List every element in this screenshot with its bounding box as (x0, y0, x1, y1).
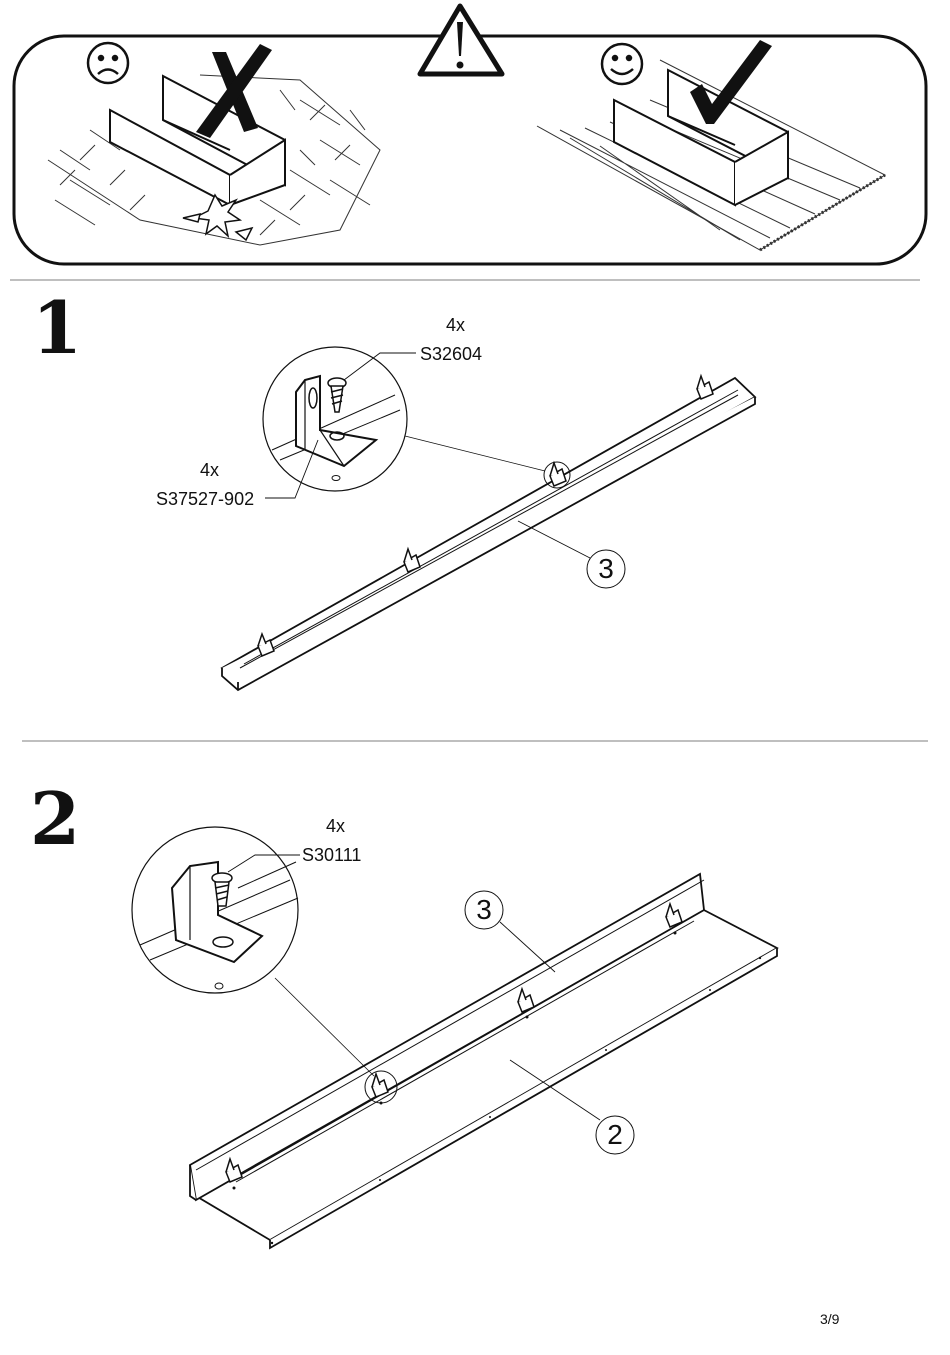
step2-part-number-bottom: 2 (595, 1121, 635, 1149)
drawer-on-tile-illustration (110, 76, 285, 205)
step1-part-number: 3 (586, 555, 626, 583)
step1-bracket-qty: 4x (200, 461, 219, 479)
step1-screw-icon (328, 378, 346, 412)
step1-bracket-code: S37527-902 (156, 490, 254, 508)
sad-face-icon (88, 43, 128, 83)
step1-number: 1 (32, 292, 82, 364)
warning-triangle-icon (420, 6, 502, 74)
step1-screw-code: S32604 (420, 345, 482, 363)
happy-face-icon (602, 44, 642, 84)
step2-number: 2 (30, 783, 80, 855)
page-number: 3/9 (820, 1311, 839, 1327)
step2-part-number-top: 3 (464, 896, 504, 924)
step2-assembly (190, 874, 777, 1248)
step2-screw-qty: 4x (326, 817, 345, 835)
step1-detail-magnifier (263, 347, 545, 491)
step1-screw-qty: 4x (446, 316, 465, 334)
step2-screw-code: S30111 (302, 846, 361, 864)
